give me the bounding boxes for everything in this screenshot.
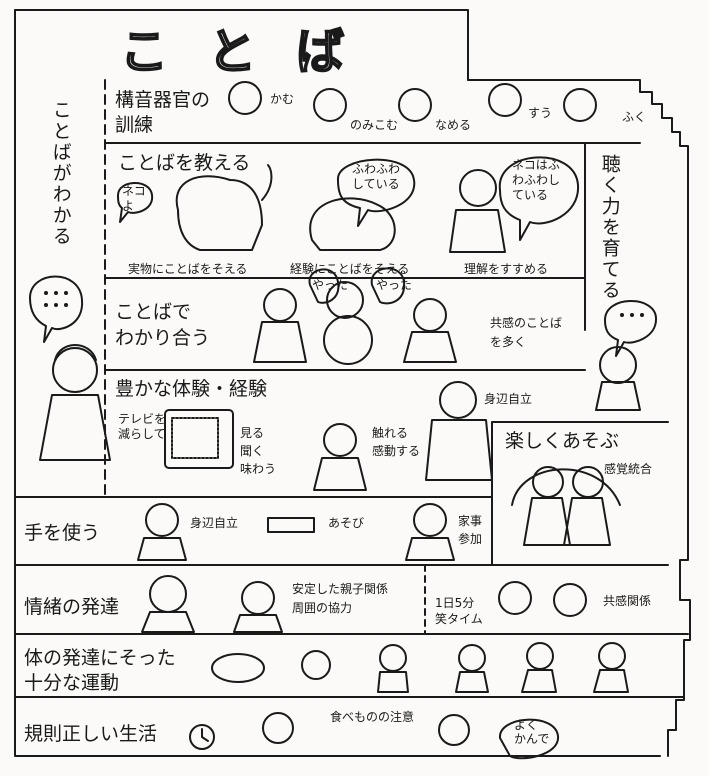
note-sensory-integration: 感覚統合 [604,462,653,476]
bubble-fuwafuwa: ふわふわしている [352,162,401,191]
heading-mutual: ことばで わかり合う [115,301,211,349]
teach-child-figure [449,169,506,253]
caption-real-object: 実物にことばをそえる [128,262,248,276]
note-see-hear-taste: 見る 聞く 味わう [240,426,277,476]
play-children [523,466,611,546]
jump-rope [511,468,621,506]
note-self-help: 身辺自立 [484,392,533,406]
heading-motor: 体の発達にそった 十分な運動 [24,647,176,694]
cat-illustration [175,164,273,251]
action-blow: ふく [622,110,647,124]
bubble-chew-well: よく かんで [514,718,550,747]
note-empathy: 共感関係 [603,594,652,608]
title-tab-frame [14,9,469,81]
teach-bubble-neko [117,182,154,223]
bubble-neko: ネコよ [122,184,146,213]
note-stable-relationship: 安定した親子関係 周囲の協力 [292,582,389,616]
bubble-yatta-1: やった [312,278,349,292]
teach-bubble-neko-wa [498,156,580,241]
tv-screen [171,417,219,459]
teach-bubble-fuwa [336,158,416,227]
speech-bubble-dots [29,275,84,343]
mutual-bubble-1 [308,268,340,304]
note-laugh-time: 1日5分 笑タイム [435,596,483,626]
clock-icon [189,724,215,750]
label-understand-words: ことばがわかる [49,100,72,247]
heading-articulation: 構音器官の 訓練 [115,89,211,136]
dots-listen [620,313,644,317]
heading-experience: 豊かな体験・経験 [115,378,268,400]
emotion-illustrations [141,575,587,633]
note-reduce-tv: テレビを 減らして [118,412,167,441]
heading-hands: 手を使う [24,522,101,544]
note-touch-feel: 触れる 感動する [372,426,421,458]
action-swallow: のみこむ [350,118,399,132]
listen-child-figure [595,346,641,411]
listen-speech-bubble [604,300,658,357]
heading-routine: 規則正しい生活 [24,723,158,745]
chew-bubble [498,718,560,760]
snow-child-figure [313,423,367,491]
routine-figures [262,712,470,746]
heading-teaching: ことばを教える [118,152,251,174]
clock-hands [201,728,209,742]
hands-illustrations [137,503,455,561]
caption-experience: 経験にことばをそえる [290,262,410,276]
outer-frame [14,9,661,757]
caption-understanding: 理解をすすめる [464,262,549,276]
page-title: ことば [119,23,385,81]
bubble-neko-fuwafuwa: ネコはふわふわしている [512,158,561,202]
articulation-faces [228,81,597,122]
note-empathy-words: 共感のことば を多く [490,316,563,350]
left-child-figure [39,344,111,461]
label-grow-listening: 聴く力を育てる [598,154,621,301]
action-bite: かむ [270,92,295,106]
action-lick: なめる [435,118,472,132]
action-suck: すう [528,106,553,120]
dots-in-bubble [44,291,68,307]
hands-housework: 家事 参加 [458,514,483,546]
mutual-figures [253,281,457,365]
sleeping-cat [309,197,396,251]
heading-play: 楽しくあそぶ [505,430,620,452]
tv-illustration [164,409,234,469]
self-help-child-figure [425,381,493,481]
hands-self-help: 身辺自立 [190,516,239,530]
heading-emotion: 情緒の発達 [24,596,120,618]
note-food-care: 食べものの注意 [330,710,415,724]
bubble-yatta-2: やった [376,278,413,292]
hands-play: あそび [328,516,365,530]
play-box [491,421,669,566]
staircase-right-edge [467,79,691,757]
mutual-bubble-2 [370,267,406,305]
listen-column-frame [584,142,641,331]
motor-figures [211,642,629,693]
